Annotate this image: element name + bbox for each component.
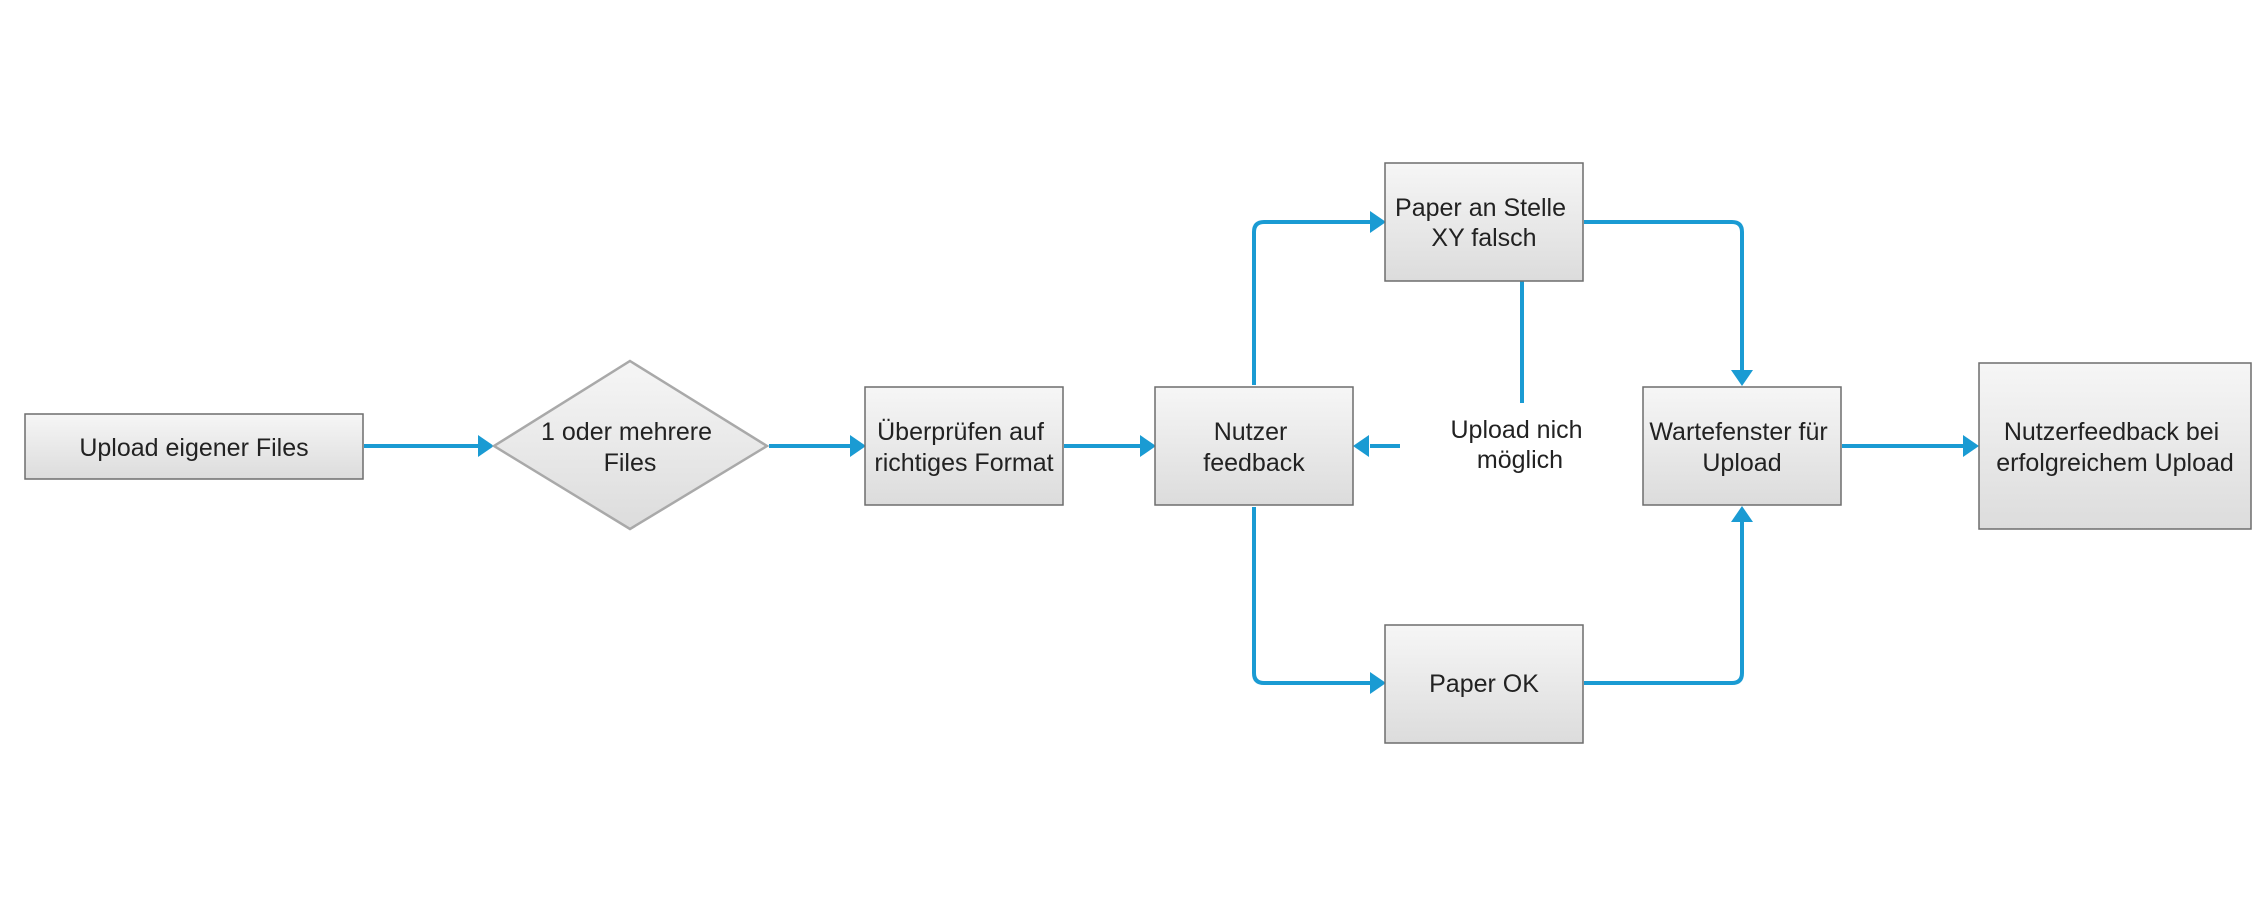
arrowhead-back-to-feedback [1353,435,1369,457]
label-upload-not-possible: Upload nich möglich [1451,416,1590,474]
arrowhead-to-check [850,435,866,457]
label-user-feedback: Nutzer feedback [1203,418,1305,477]
label-check-format: Überprüfen auf richtiges Format [874,418,1053,477]
label-decision-files: 1 oder mehrere Files [541,418,719,477]
arrowhead-wait-from-top [1731,370,1753,386]
label-paper-ok: Paper OK [1429,670,1539,698]
node-upload-files [24,413,364,480]
arrowhead-to-feedback [1140,435,1156,457]
node-paper-wrong [1384,162,1584,282]
node-user-feedback [1154,386,1354,506]
connector-paper-wrong-to-wait [1584,220,1744,372]
connector-paper-ok-to-wait [1584,520,1744,685]
node-check-format [864,386,1064,506]
node-success-feedback [1978,362,2252,530]
node-wait-window [1642,386,1842,506]
arrowhead-to-paper-ok [1370,672,1386,694]
label-upload-files: Upload eigener Files [79,434,308,462]
arrowhead-to-paper-wrong [1370,211,1386,233]
node-paper-ok [1384,624,1584,744]
connector-feedback-to-paper-ok [1252,507,1375,685]
label-wait-window: Wartefenster für Upload [1649,418,1834,477]
node-decision-files [491,359,770,531]
connector-feedback-to-paper-wrong [1252,220,1375,385]
arrowhead-to-success [1963,435,1979,457]
arrowhead-wait-from-bottom [1731,506,1753,522]
label-success-feedback: Nutzerfeedback bei erfolgreichem Upload [1996,418,2234,477]
arrowhead-to-decision [478,435,494,457]
label-paper-wrong: Paper an Stelle XY falsch [1395,194,1573,252]
